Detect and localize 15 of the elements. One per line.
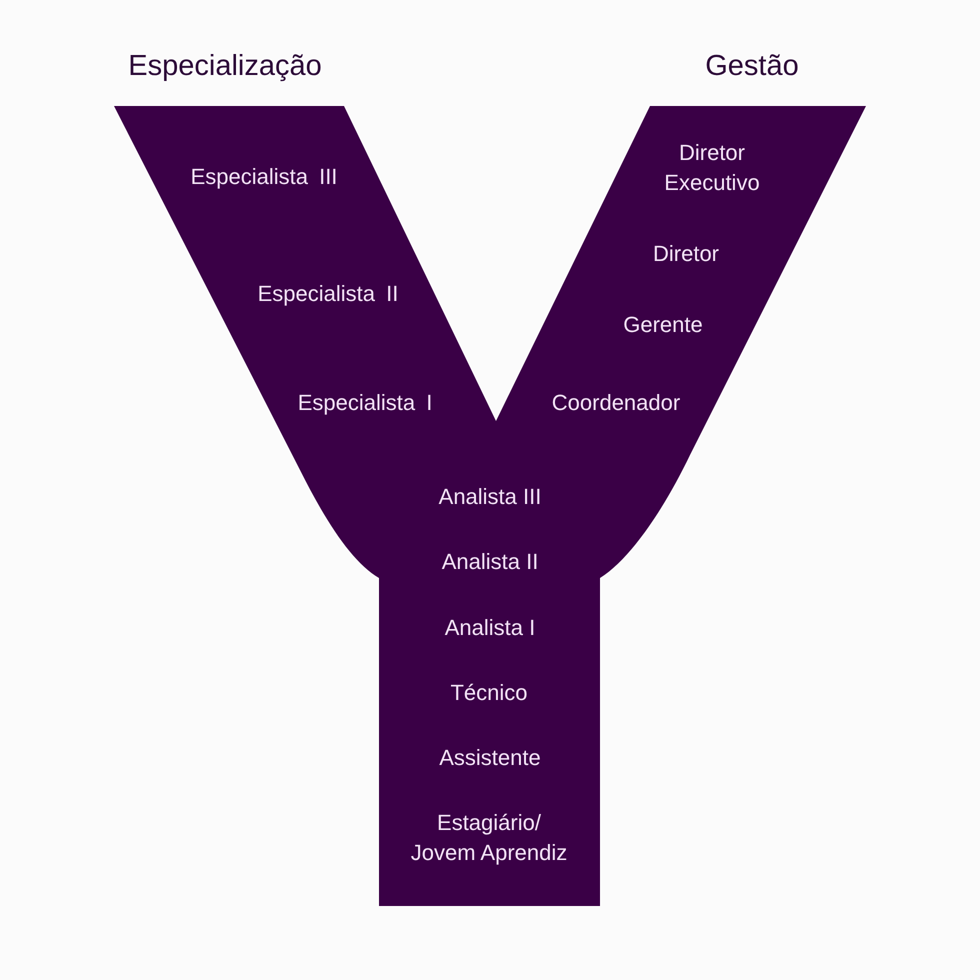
job-title: Analista II	[442, 548, 538, 576]
job-title: Assistente	[439, 744, 541, 772]
job-title: Gerente	[623, 311, 703, 339]
job-title: Analista I	[444, 614, 536, 642]
job-title: Técnico	[450, 679, 528, 707]
column-heading: Gestão	[705, 49, 799, 83]
job-title: Especialista I	[298, 389, 432, 417]
job-title: Estagiário/ Jovem Aprendiz	[410, 809, 568, 867]
job-title: Especialista II	[258, 280, 398, 308]
job-title: Coordenador	[552, 389, 680, 417]
job-title: Analista III	[438, 483, 542, 511]
job-title: Diretor	[653, 240, 719, 268]
column-heading: Especialização	[128, 49, 322, 83]
job-title: Especialista III	[190, 163, 338, 191]
job-title: Diretor Executivo	[663, 139, 761, 197]
